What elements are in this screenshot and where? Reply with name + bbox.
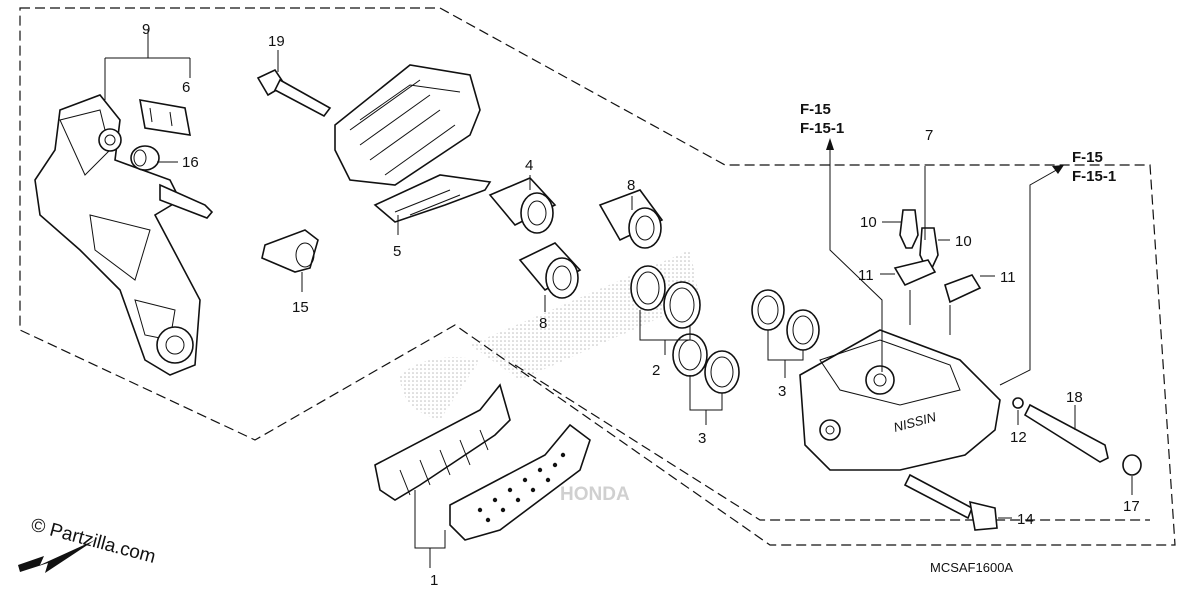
pin-plug [1122,454,1142,476]
leader-lines [104,30,1133,568]
caliper-body: NISSIN [799,329,1001,471]
caliper-cover [334,64,481,186]
brake-pad-set [374,383,591,541]
label-3b: 3 [778,383,786,400]
label-6: 6 [182,79,190,96]
pad-pin-bolt [256,68,332,118]
part-labels: 9 6 16 19 5 15 4 8 8 2 3 3 1 7 10 10 11 … [142,21,1140,589]
piston-seal-set [630,265,701,329]
label-5: 5 [393,243,401,260]
watermark-text: © Partzilla.com [29,515,158,568]
partzilla-watermark: © Partzilla.com [18,515,158,573]
ref-left-b: F-15-1 [800,120,844,137]
pad-pin [1023,403,1109,463]
dust-seal-set-a [672,333,740,394]
caliper-boundary [514,364,1150,521]
pad-retainer-clip [139,99,191,136]
label-7: 7 [925,127,933,144]
washer [1012,397,1024,409]
ref-right-b: F-15-1 [1072,168,1116,185]
label-19: 19 [268,33,285,50]
label-3a: 3 [698,430,706,447]
label-16: 16 [182,154,199,171]
dust-seal-set-b [751,289,820,351]
caliper-bolt [903,473,998,531]
assembly-boundary [19,7,1176,546]
slide-pin [261,229,319,273]
label-10b: 10 [955,233,972,250]
diagram-code: MCSAF1600A [930,560,1013,575]
ref-right-a: F-15 [1072,149,1103,166]
arrow-icon [18,540,95,573]
reference-arrows [826,138,1064,386]
label-12: 12 [1010,429,1027,446]
label-11a: 11 [858,267,874,284]
label-2: 2 [652,362,660,379]
label-14: 14 [1017,511,1034,528]
label-10a: 10 [860,214,877,231]
label-8a: 8 [627,177,635,194]
piston-sleeve-4 [488,177,557,234]
pin-boot [130,145,160,171]
bleeder-valve-a [899,209,919,249]
label-11b: 11 [1000,269,1016,286]
label-1: 1 [430,572,438,589]
label-15: 15 [292,299,309,316]
label-9: 9 [142,21,150,38]
bleeder-cap-b [944,274,982,304]
piston-sleeve-8a [598,189,664,249]
label-17: 17 [1123,498,1140,515]
label-4: 4 [525,157,533,174]
honda-watermark-text: HONDA [560,484,630,505]
bleeder-cap-a [893,259,937,287]
ref-left-a: F-15 [800,101,831,118]
pad-spring [373,174,492,223]
label-8b: 8 [539,315,547,332]
piston-sleeve-8b [518,242,582,299]
caliper-bracket [34,94,214,376]
label-18: 18 [1066,389,1083,406]
reference-labels: F-15 F-15-1 F-15 F-15-1 [800,101,1116,185]
